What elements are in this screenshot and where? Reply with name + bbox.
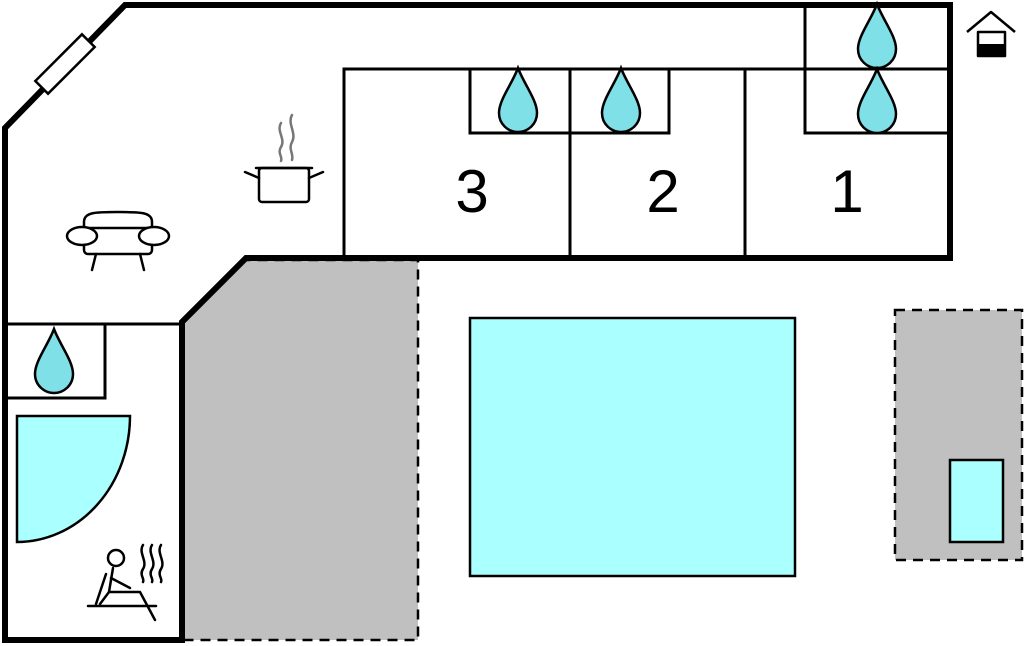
hot-tub — [948, 458, 1005, 544]
water-drop-icon — [497, 64, 539, 134]
house-outer-wall — [2, 2, 953, 643]
water-drop-icon — [600, 64, 642, 134]
kitchen-pot-icon — [243, 113, 325, 204]
bathroom-left — [3, 322, 107, 400]
corner-shower — [15, 414, 132, 544]
window-diagonal — [33, 32, 97, 96]
water-drop-icon — [33, 325, 75, 395]
room-number-2: 2 — [646, 158, 679, 225]
room-number-3: 3 — [455, 158, 488, 225]
sauna-icon — [86, 543, 164, 622]
building-entrance-icon — [966, 10, 1016, 58]
water-drop-icon — [856, 65, 898, 135]
sofa-icon — [65, 210, 171, 272]
pool — [468, 316, 797, 578]
room-number-1: 1 — [830, 158, 863, 225]
terrace-left — [180, 258, 420, 642]
